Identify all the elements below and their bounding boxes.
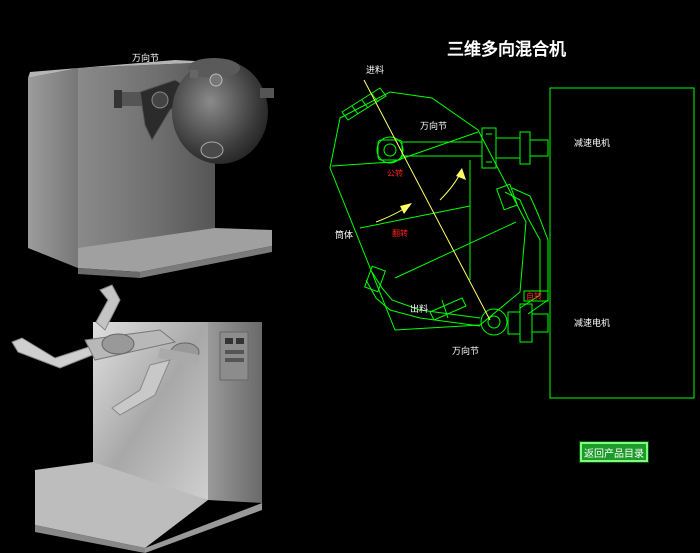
feed-hopper (341, 87, 387, 121)
schematic-diagram (329, 87, 695, 399)
axis-and-arrows (363, 79, 491, 321)
machine-photo-bottom (0, 282, 300, 553)
label-reducer-motor-top: 减速电机 (574, 137, 610, 149)
motor-housing (549, 87, 695, 399)
back-to-catalog-button[interactable]: 返回产品目录 (579, 441, 649, 463)
callout-box (523, 290, 549, 302)
barrel-outline (329, 91, 527, 331)
discharge-outlet (429, 297, 467, 321)
label-universal-joint-bottom: 万向节 (452, 345, 479, 357)
label-rotation-3: 自转 (526, 291, 542, 301)
label-feed-inlet: 进料 (366, 64, 384, 76)
label-reducer-motor-bottom: 减速电机 (574, 317, 610, 329)
machine-render-top (28, 58, 274, 278)
photo-label-universal-joint: 万向节 (132, 52, 159, 64)
page-title: 三维多向混合机 (447, 39, 566, 60)
joint-top (376, 136, 404, 164)
label-discharge: 出料 (410, 303, 428, 315)
label-rotation-1: 公转 (387, 168, 403, 178)
joint-bottom (480, 308, 508, 336)
label-rotation-2: 翻转 (392, 228, 408, 238)
label-universal-joint-top: 万向节 (420, 120, 447, 132)
label-barrel: 筒体 (335, 229, 353, 241)
rotation-axis (363, 79, 491, 321)
